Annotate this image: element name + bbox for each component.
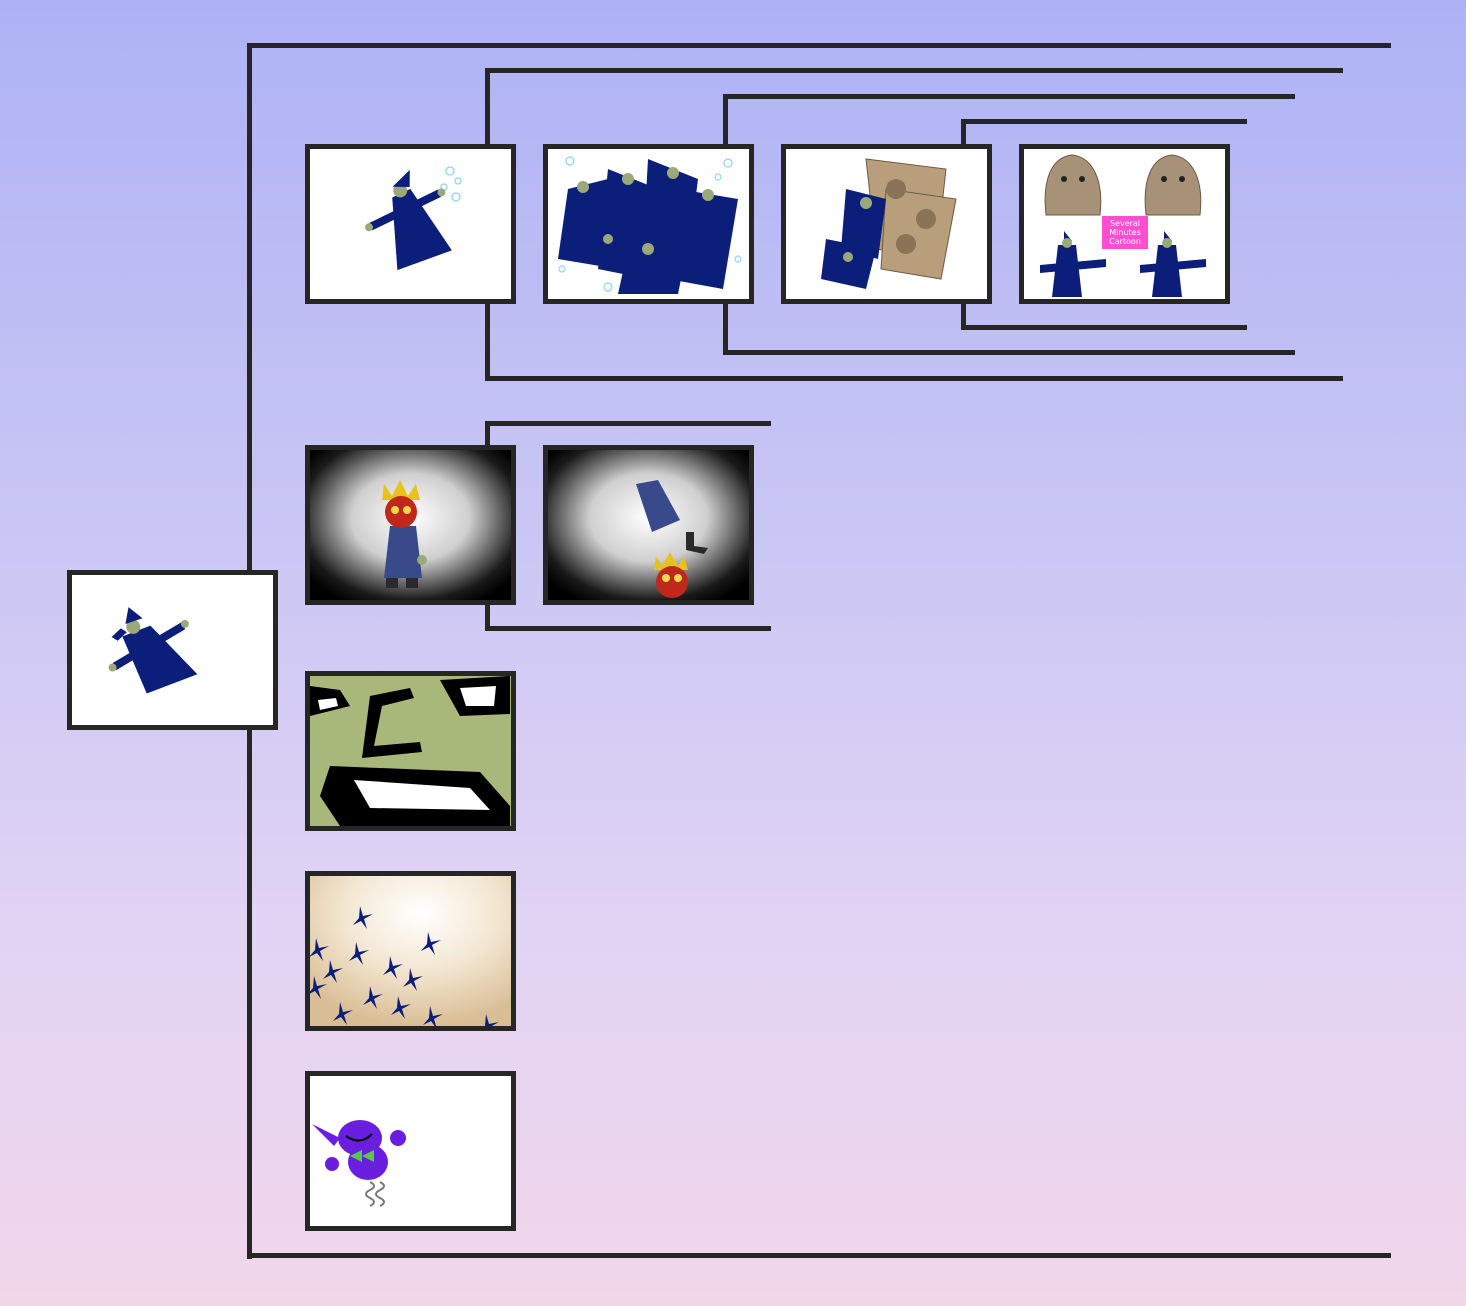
bracket-level1-bottom xyxy=(485,376,1343,381)
trunk-bottom-line xyxy=(247,1253,1391,1258)
trunk-top-line xyxy=(247,43,1391,48)
wizard-swarm-icon xyxy=(310,876,511,1026)
wizard-squirrel-collage-icon xyxy=(786,149,987,299)
node-green-closeup[interactable] xyxy=(305,671,516,831)
node-wizard-squirrel-collage[interactable] xyxy=(781,144,992,304)
node-falling-robe[interactable] xyxy=(543,445,754,605)
wizard-with-sparkles-icon xyxy=(310,149,511,299)
node-wizard-sparkles[interactable] xyxy=(305,144,516,304)
bracket-mask-bottom xyxy=(485,626,771,631)
wizard-icon xyxy=(72,575,273,725)
node-wizard-swarm[interactable] xyxy=(305,871,516,1031)
wizard-crowd-icon xyxy=(548,149,749,299)
bracket-level2-bottom xyxy=(723,350,1295,355)
masked-figure-spotlight-icon xyxy=(310,450,511,600)
bracket-level2-top xyxy=(723,94,1295,99)
node-masked-figure[interactable] xyxy=(305,445,516,605)
bracket-mask-top xyxy=(485,421,771,426)
bracket-level3-top xyxy=(961,119,1247,124)
node-purple-creature[interactable] xyxy=(305,1071,516,1231)
bracket-level1-top xyxy=(485,68,1343,73)
green-face-closeup-icon xyxy=(310,676,511,826)
purple-creature-icon xyxy=(310,1076,511,1226)
cartoon-caption: Several Minutes Cartoon xyxy=(1102,216,1148,249)
node-squirrels-and-wizards[interactable]: Several Minutes Cartoon xyxy=(1019,144,1230,304)
node-wizard-crowd[interactable] xyxy=(543,144,754,304)
bracket-level3-bottom xyxy=(961,325,1247,330)
root-thumbnail[interactable] xyxy=(67,570,278,730)
falling-robe-mask-icon xyxy=(548,450,749,600)
